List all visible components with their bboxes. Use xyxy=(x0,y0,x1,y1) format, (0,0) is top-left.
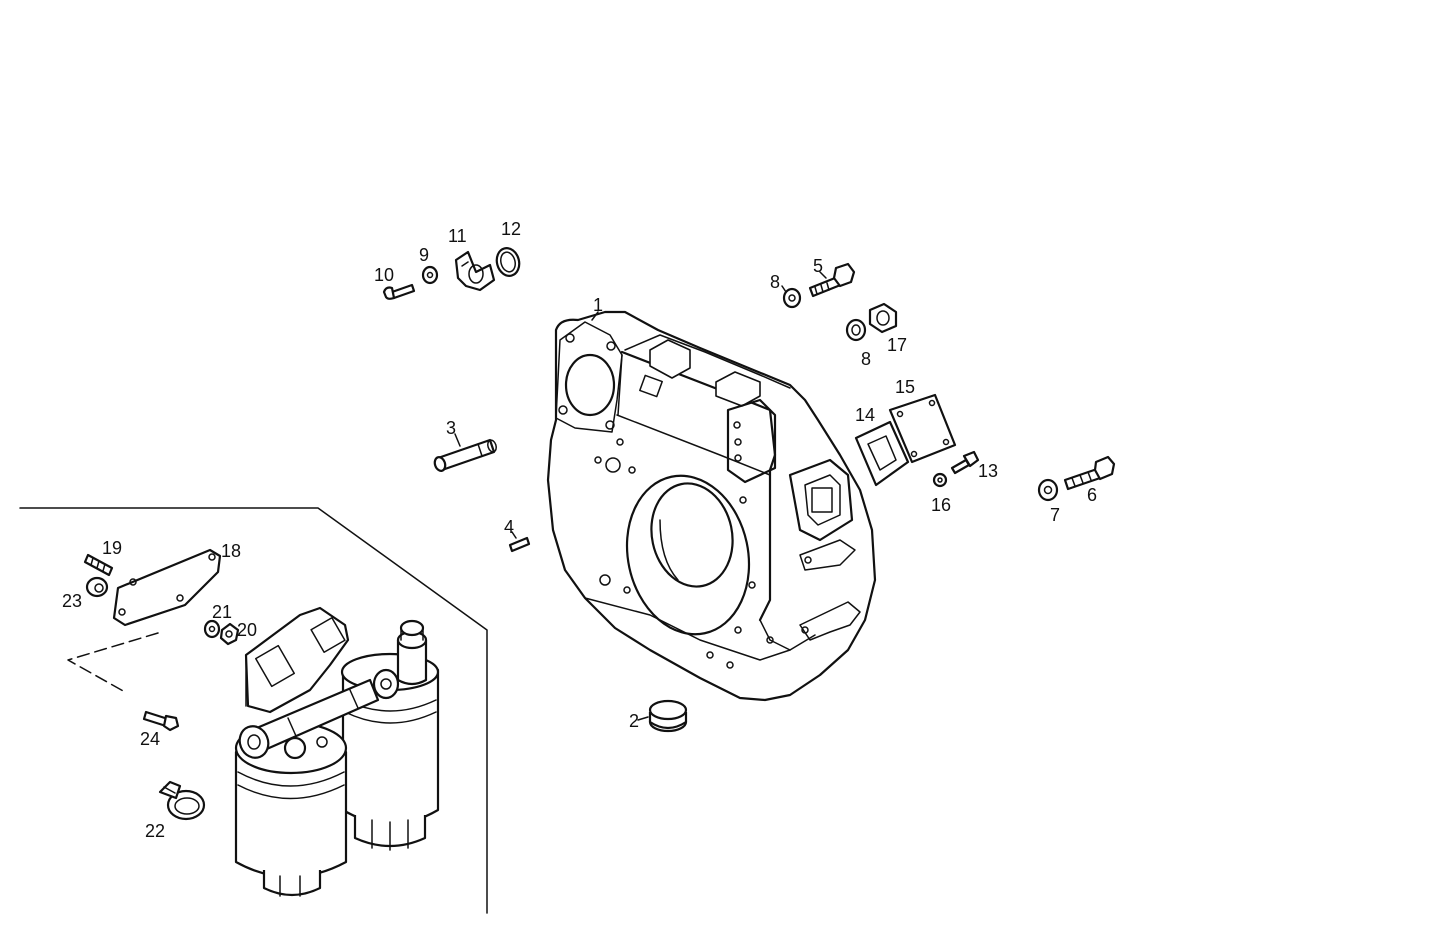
washer-part-8-upper xyxy=(782,287,802,309)
label-part-23: 23 xyxy=(62,591,82,611)
label-part-18: 18 xyxy=(221,541,241,561)
screw-part-10 xyxy=(382,283,416,300)
plug-part-2 xyxy=(648,699,688,733)
label-part-22: 22 xyxy=(145,821,165,841)
label-part-10: 10 xyxy=(374,265,394,285)
label-part-13: 13 xyxy=(978,461,998,481)
o-ring-part-12 xyxy=(495,247,521,277)
flywheel-housing-part-1 xyxy=(546,310,877,702)
clip-part-11 xyxy=(454,250,496,292)
hose-clamp-part-22 xyxy=(158,780,206,821)
sleeve-part-3 xyxy=(433,438,497,472)
bracket-plate-part-18 xyxy=(112,548,222,627)
label-part-4: 4 xyxy=(504,517,514,537)
label-part-6: 6 xyxy=(1087,485,1097,505)
fuel-filter-assembly xyxy=(234,606,440,897)
label-part-24: 24 xyxy=(140,729,160,749)
bolt-part-24 xyxy=(142,710,180,732)
gasket-part-14 xyxy=(854,420,910,487)
washer-part-8-lower xyxy=(845,318,867,342)
label-part-9: 9 xyxy=(419,245,429,265)
bolt-part-6 xyxy=(1063,455,1116,491)
stud-part-19 xyxy=(83,553,114,577)
label-part-21: 21 xyxy=(212,602,232,622)
label-part-12: 12 xyxy=(501,219,521,239)
label-part-7: 7 xyxy=(1050,505,1060,525)
dowel-pin-part-4 xyxy=(508,536,531,553)
nut-part-20 xyxy=(219,622,240,646)
part-labels: 1 2 3 4 5 6 7 8 8 9 10 11 12 13 14 15 16… xyxy=(62,219,1097,841)
washer-part-21 xyxy=(203,619,221,639)
label-part-15: 15 xyxy=(895,377,915,397)
bolt-part-5 xyxy=(808,262,856,298)
label-part-14: 14 xyxy=(855,405,875,425)
washer-part-9 xyxy=(421,265,439,285)
washer-part-16 xyxy=(932,472,948,488)
label-part-3: 3 xyxy=(446,418,456,438)
cover-plate-part-15 xyxy=(888,393,957,464)
label-part-5: 5 xyxy=(813,256,823,276)
label-part-16: 16 xyxy=(931,495,951,515)
label-part-17: 17 xyxy=(887,335,907,355)
label-part-20: 20 xyxy=(237,620,257,640)
label-part-8-lower: 8 xyxy=(861,349,871,369)
screw-part-13 xyxy=(950,450,980,475)
spacer-part-23 xyxy=(85,576,109,598)
leader-lines xyxy=(454,271,827,721)
label-part-11: 11 xyxy=(448,226,467,246)
label-part-8-upper: 8 xyxy=(770,272,780,292)
subassembly-boundary xyxy=(19,507,488,914)
label-part-2: 2 xyxy=(629,711,639,731)
washer-part-7 xyxy=(1037,478,1059,502)
label-part-1: 1 xyxy=(593,295,603,315)
nut-part-17 xyxy=(868,302,898,334)
label-part-19: 19 xyxy=(102,538,122,558)
